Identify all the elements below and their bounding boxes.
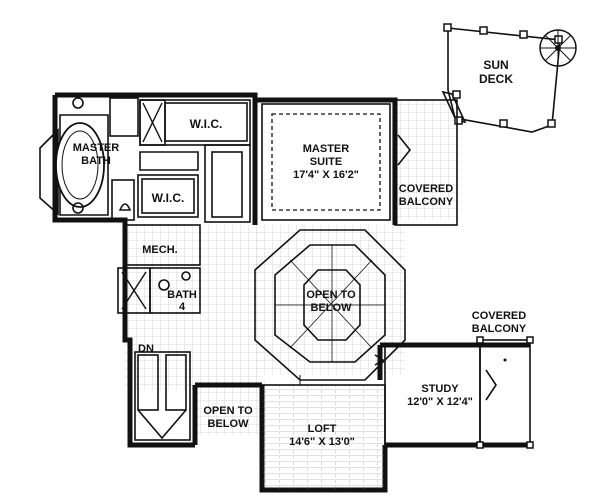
- loft-dimensions: 14'6" X 13'0": [289, 436, 355, 448]
- covered-balcony-top-area: [394, 99, 458, 226]
- tiled-floor: [125, 100, 460, 435]
- stairs: [134, 351, 191, 441]
- wic-bottom-room: [137, 144, 251, 223]
- spiral-stair: [539, 29, 577, 67]
- covered-balcony-right-line2: BALCONY: [472, 323, 527, 335]
- wic-top-room: [139, 99, 251, 146]
- master-suite-room: [261, 103, 391, 221]
- bath4-label-line1: BATH: [167, 289, 197, 301]
- study-dimensions: 12'0" X 12'4": [407, 396, 473, 408]
- master-suite-dimensions: 17'4" X 16'2": [293, 169, 359, 181]
- dn-label: DN: [138, 343, 154, 355]
- wic-bottom-label: W.I.C.: [152, 191, 185, 205]
- covered-balcony-right-area: [476, 336, 534, 449]
- loft-label: LOFT: [308, 423, 337, 435]
- open-to-below-octagon: [254, 229, 406, 381]
- covered-balcony-top-line2: BALCONY: [399, 196, 454, 208]
- open-to-below-left-line2: BELOW: [208, 418, 250, 430]
- master-bath-label-line2: BATH: [81, 155, 111, 167]
- wic-top-label: W.I.C.: [190, 117, 223, 131]
- master-bath-label-line1: MASTER: [73, 142, 120, 154]
- master-bath-room: [39, 97, 139, 221]
- open-to-below-center-line1: OPEN TO: [306, 289, 356, 301]
- open-to-below-left-line1: OPEN TO: [203, 405, 253, 417]
- bath4-label-line2: 4: [179, 301, 186, 313]
- master-suite-label-line2: SUITE: [310, 156, 342, 168]
- sun-deck: [441, 23, 563, 133]
- mech-bath-rooms: [117, 224, 201, 314]
- open-to-below-center-line2: BELOW: [311, 302, 353, 314]
- covered-balcony-right-line1: COVERED: [472, 310, 526, 322]
- sun-deck-label-line2: DECK: [479, 72, 513, 86]
- master-suite-label-line1: MASTER: [303, 143, 350, 155]
- sun-deck-label-line1: SUN: [483, 58, 508, 72]
- mech-label: MECH.: [142, 244, 177, 256]
- loft-room: [261, 375, 386, 491]
- study-label: STUDY: [421, 383, 459, 395]
- room-labels: SUN DECK MASTER BATH W.I.C. W.I.C. MASTE…: [73, 58, 527, 448]
- covered-balcony-top-line1: COVERED: [399, 183, 453, 195]
